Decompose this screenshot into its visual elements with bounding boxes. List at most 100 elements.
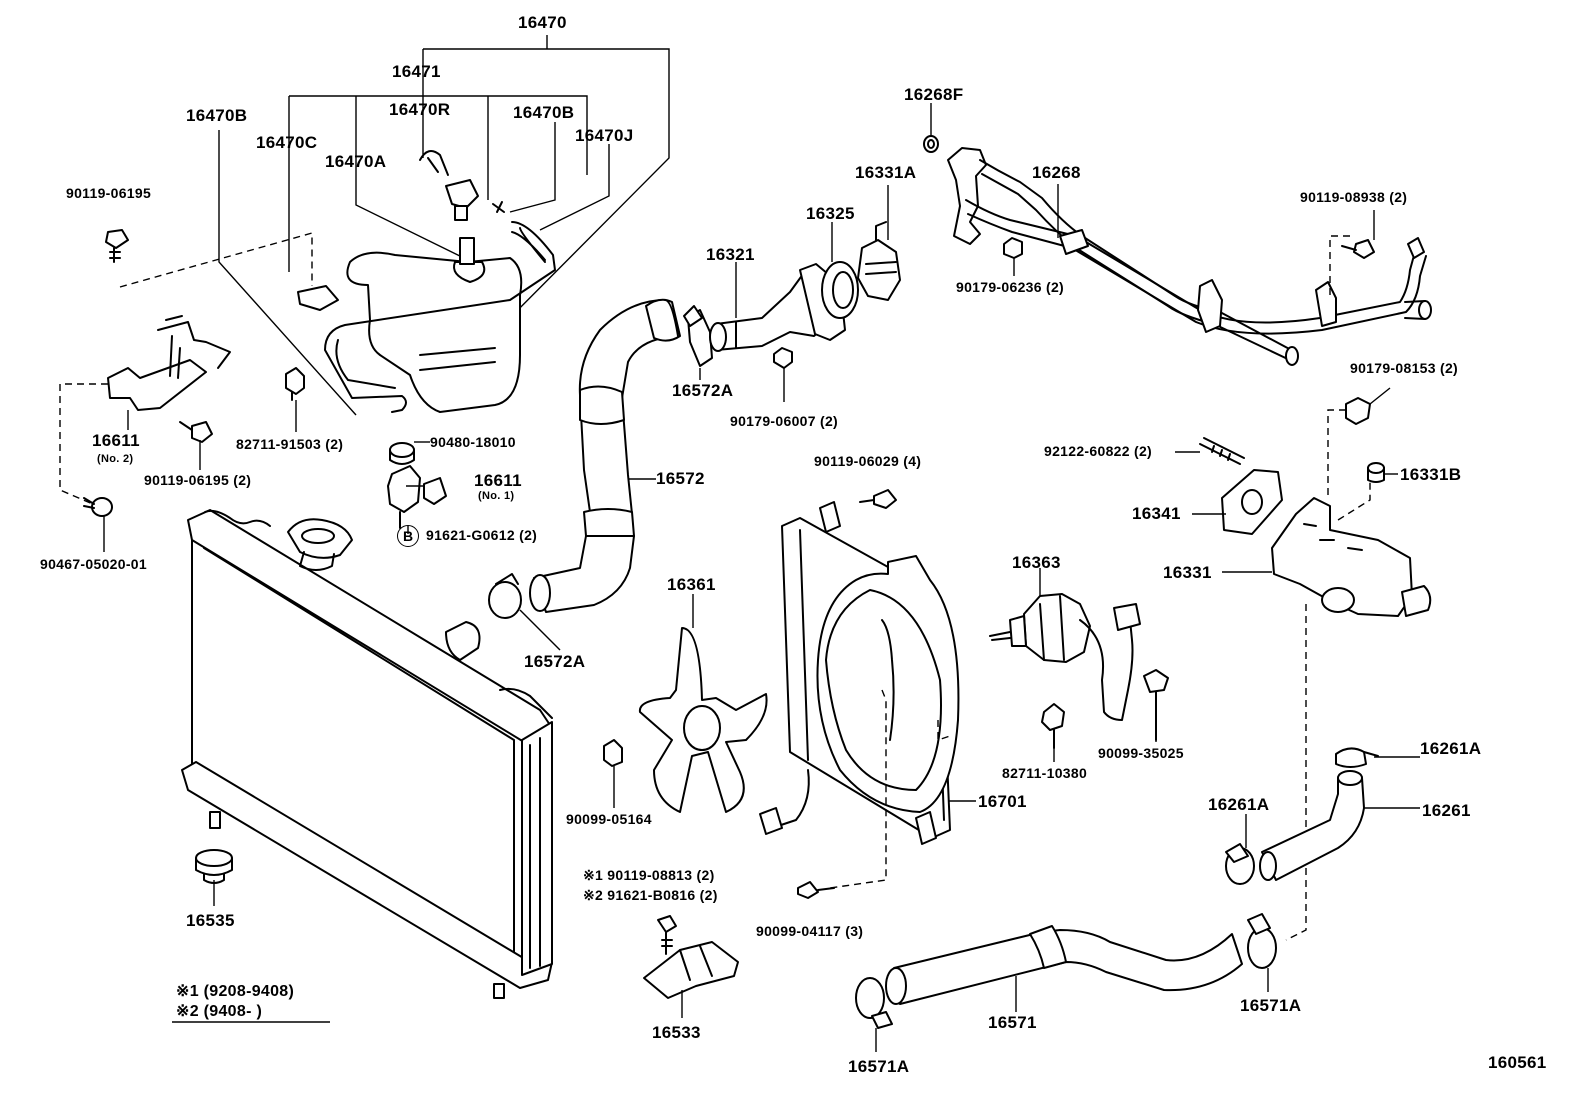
water-pipe-16268 xyxy=(947,147,1432,366)
bracket-16611-no1 xyxy=(387,465,447,529)
label-91621-b0816: ※2 91621-B0816 (2) xyxy=(583,887,718,903)
bolt-90099-04117 xyxy=(797,881,835,899)
label-16261a-mid: 16261A xyxy=(1208,795,1270,814)
label-90099-35025: 90099-35025 xyxy=(1098,745,1184,761)
o-ring-16268f xyxy=(923,135,939,153)
clamp-16261a-top xyxy=(1335,747,1379,768)
bolt-90119-08938 xyxy=(1329,235,1375,300)
label-90179-06007: 90179-06007 (2) xyxy=(730,413,839,429)
label-16470b-right: 16470B xyxy=(513,103,575,122)
label-16701: 16701 xyxy=(978,792,1027,811)
clamp-16571a-right xyxy=(1247,913,1277,969)
label-16611-no2-sub: (No. 2) xyxy=(97,453,134,465)
label-16571a-right: 16571A xyxy=(1240,996,1302,1015)
label-16572a-bottom: 16572A xyxy=(524,652,586,671)
bolt-90119-06029 xyxy=(859,489,897,509)
water-inlet-housing-16331 xyxy=(1271,480,1432,941)
fan-16361 xyxy=(638,627,768,813)
upper-hose-16572 xyxy=(529,298,681,613)
plug-16331b xyxy=(1367,462,1385,483)
bracket-16533 xyxy=(643,915,739,999)
label-16470r: 16470R xyxy=(389,100,451,119)
label-90179-08153: 90179-08153 (2) xyxy=(1350,360,1459,376)
label-92122-60822: 92122-60822 (2) xyxy=(1044,443,1153,459)
label-16611-no2: 16611 xyxy=(92,431,140,450)
nut-90179-06007 xyxy=(773,347,793,369)
label-16331b: 16331B xyxy=(1400,465,1462,484)
label-leader-lines xyxy=(103,103,1420,1052)
label-16331: 16331 xyxy=(1163,563,1212,582)
clamp-16571a-left xyxy=(855,977,893,1029)
label-16361: 16361 xyxy=(667,575,716,594)
label-90099-05164: 90099-05164 xyxy=(566,811,652,827)
clamp-16261a-mid xyxy=(1225,843,1255,885)
label-16470c: 16470C xyxy=(256,133,318,152)
stud-92122-60822 xyxy=(1199,437,1245,465)
bracket-16470c xyxy=(297,285,339,311)
label-16572: 16572 xyxy=(656,469,705,488)
label-16470a: 16470A xyxy=(325,152,387,171)
label-90099-04117: 90099-04117 (3) xyxy=(756,923,864,939)
nut-90179-06236 xyxy=(1003,237,1023,259)
label-16470: 16470 xyxy=(518,13,567,32)
label-16470b-left: 16470B xyxy=(186,106,248,125)
nut-90099-05164 xyxy=(603,739,623,767)
label-16470j: 16470J xyxy=(575,126,634,145)
label-16611-no1-sub: (No. 1) xyxy=(478,490,515,502)
clamp-16572a-top xyxy=(683,305,713,367)
grommet-90480-18010 xyxy=(389,441,430,465)
label-90179-06236: 90179-06236 (2) xyxy=(956,279,1065,295)
plug-16535 xyxy=(195,849,233,884)
label-90119-08938: 90119-08938 (2) xyxy=(1300,189,1408,205)
label-90119-08813: ※1 90119-08813 (2) xyxy=(583,867,715,883)
gasket-16325 xyxy=(821,261,859,319)
circle-b-marker: B xyxy=(397,525,419,547)
lower-hose-16571 xyxy=(885,925,1243,1005)
diagram-id: 160561 xyxy=(1488,1053,1547,1072)
radiator xyxy=(181,509,553,999)
hose-16261 xyxy=(1259,770,1365,881)
legend-note-1: ※1 (9208-9408) xyxy=(176,983,295,1000)
fan-motor-16363 xyxy=(989,593,1141,721)
bracket-16611-no2 xyxy=(59,315,231,506)
bolt-90119-06195-top xyxy=(105,229,313,288)
label-16331a: 16331A xyxy=(855,163,917,182)
label-16268: 16268 xyxy=(1032,163,1081,182)
legend-note-2: ※2 (9408- ) xyxy=(176,1003,263,1020)
gasket-16341 xyxy=(1221,469,1283,535)
label-16533: 16533 xyxy=(652,1023,701,1042)
reservoir-leader-lines xyxy=(218,35,670,416)
nut-90179-08153 xyxy=(1327,387,1391,500)
label-16261: 16261 xyxy=(1422,801,1471,820)
label-90119-06195-2: 90119-06195 (2) xyxy=(144,472,252,488)
label-82711-91503: 82711-91503 (2) xyxy=(236,436,344,452)
label-90119-06195-top: 90119-06195 xyxy=(66,185,152,201)
label-90467-05020-01: 90467-05020-01 xyxy=(40,556,147,572)
label-16535: 16535 xyxy=(186,911,235,930)
label-16325: 16325 xyxy=(806,204,855,223)
label-16611-no1: 16611 xyxy=(474,471,522,490)
screw-90119-06195-2 xyxy=(179,421,213,443)
clip-90467-05020-01 xyxy=(83,497,113,517)
reservoir-tank xyxy=(324,150,556,413)
connector-90099-35025 xyxy=(1143,669,1169,741)
label-16363: 16363 xyxy=(1012,553,1061,572)
label-16572a-top: 16572A xyxy=(672,381,734,400)
label-16321: 16321 xyxy=(706,245,755,264)
label-90119-06029: 90119-06029 (4) xyxy=(814,453,922,469)
label-16341: 16341 xyxy=(1132,504,1181,523)
clamp-16572a-bottom xyxy=(488,573,561,651)
label-82711-10380: 82711-10380 xyxy=(1002,765,1088,781)
thermostat-16331a xyxy=(857,221,901,301)
clip-82711-10380 xyxy=(1041,703,1065,749)
label-91621-g0612: 91621-G0612 (2) xyxy=(426,527,538,543)
label-16571a-left: 16571A xyxy=(848,1057,910,1076)
label-16261a-top: 16261A xyxy=(1420,739,1482,758)
label-16268f: 16268F xyxy=(904,85,964,104)
clip-82711-91503 xyxy=(285,367,305,401)
label-16571: 16571 xyxy=(988,1013,1037,1032)
fan-shroud-16701 xyxy=(759,501,960,889)
label-16471: 16471 xyxy=(392,62,441,81)
